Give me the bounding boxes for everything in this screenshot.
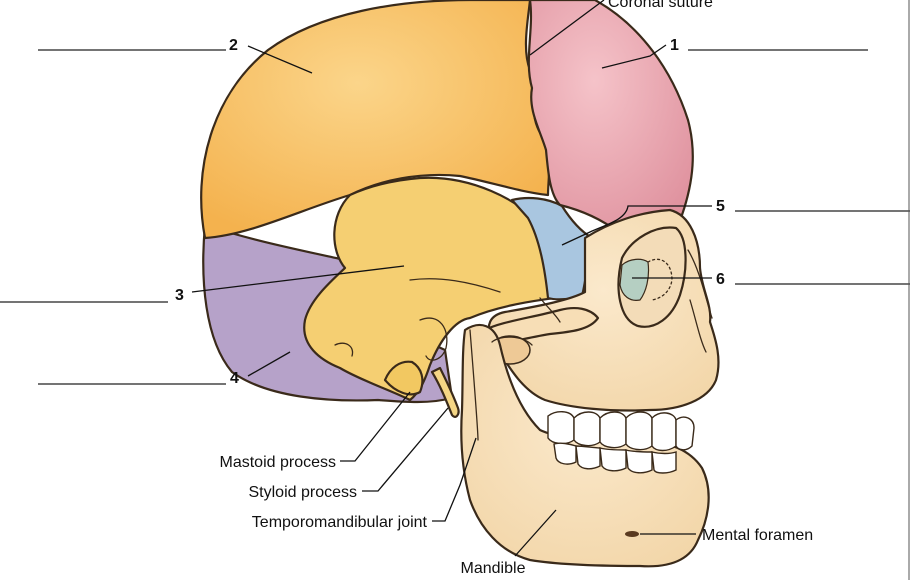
skull-illustration bbox=[200, 0, 720, 568]
label-styloid-process: Styloid process bbox=[249, 484, 358, 501]
leader-styloid bbox=[362, 407, 449, 492]
leader-mastoid bbox=[340, 391, 411, 462]
leader-tmj bbox=[432, 437, 477, 522]
leader-coronal-suture bbox=[529, 0, 605, 56]
answer-lines bbox=[0, 49, 910, 385]
label-number-5: 5 bbox=[716, 198, 725, 215]
leader-4 bbox=[247, 351, 291, 377]
orbit bbox=[617, 226, 687, 328]
ethmoid-bone bbox=[619, 258, 650, 301]
label-number-2: 2 bbox=[229, 37, 238, 54]
label-mastoid-process: Mastoid process bbox=[220, 454, 337, 471]
label-mandible: Mandible bbox=[461, 560, 526, 577]
label-temporomandibular-joint: Temporomandibular joint bbox=[252, 514, 428, 531]
styloid-process-shape bbox=[430, 366, 460, 418]
label-coronal-suture: Coronal suture bbox=[608, 0, 713, 11]
leader-2 bbox=[247, 45, 313, 74]
label-number-1: 1 bbox=[670, 37, 679, 54]
temporal-bone bbox=[303, 176, 557, 402]
label-mental-foramen: Mental foramen bbox=[702, 527, 813, 544]
upper-teeth bbox=[547, 411, 695, 452]
leader-3 bbox=[191, 265, 405, 293]
label-number-4: 4 bbox=[230, 370, 239, 387]
leader-lines bbox=[191, 0, 712, 557]
leader-1 bbox=[601, 44, 667, 69]
lower-teeth bbox=[553, 442, 677, 474]
frontal-bone bbox=[527, 0, 694, 234]
number-labels: 2 1 5 6 3 4 bbox=[175, 37, 725, 387]
mental-foramen-shape bbox=[625, 531, 639, 537]
leader-5 bbox=[561, 205, 712, 246]
label-number-3: 3 bbox=[175, 287, 184, 304]
text-labels: Coronal suture Mastoid process Styloid p… bbox=[220, 0, 814, 577]
mastoid-process-shape bbox=[383, 360, 424, 396]
label-number-6: 6 bbox=[716, 271, 725, 288]
leader-mandible bbox=[514, 509, 557, 557]
